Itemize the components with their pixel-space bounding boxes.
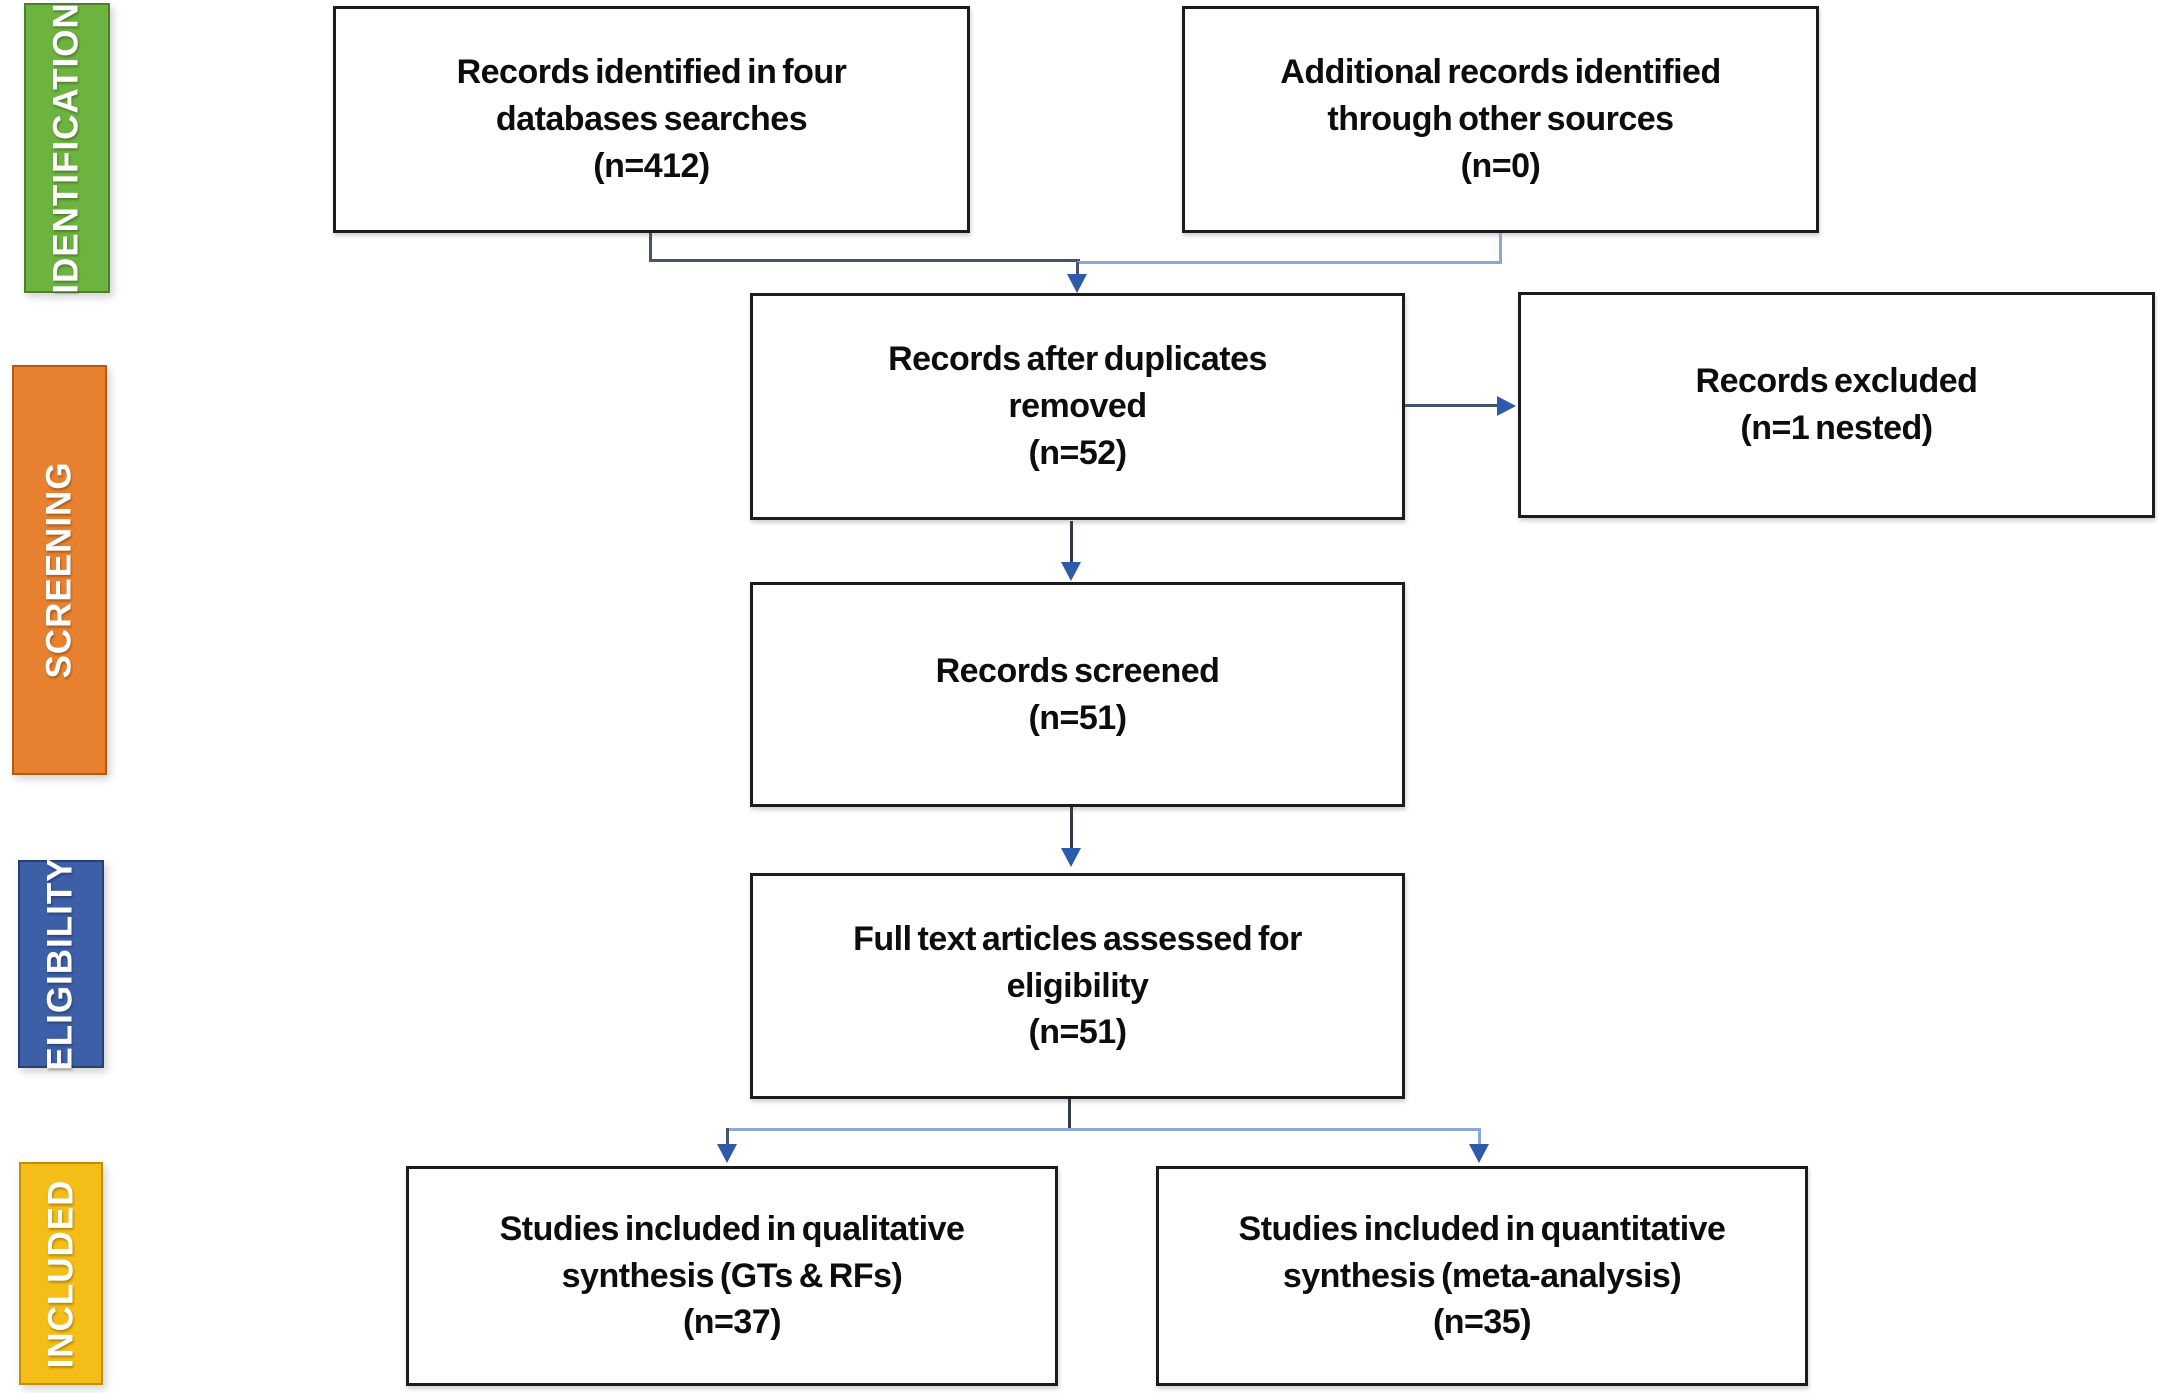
line-to-excluded bbox=[1405, 404, 1499, 407]
line-merge-right bbox=[1077, 261, 1502, 264]
stage-label-included: INCLUDED bbox=[41, 1179, 81, 1368]
arrowhead-to-after-duplicates bbox=[1067, 274, 1087, 293]
stage-label-screening: SCREENING bbox=[39, 461, 79, 679]
arrowhead-to-fulltext bbox=[1061, 848, 1081, 867]
box-text: Full text articles assessed for eligibil… bbox=[853, 919, 1302, 1052]
line-split-horizontal bbox=[727, 1128, 1480, 1131]
stage-band-identification: IDENTIFICATION bbox=[24, 2, 110, 294]
stage-band-included: INCLUDED bbox=[19, 1162, 103, 1385]
arrowhead-to-screened bbox=[1061, 562, 1081, 581]
stage-label-eligibility: ELIGIBILITY bbox=[41, 857, 81, 1071]
arrowhead-to-qualitative bbox=[717, 1144, 737, 1163]
line-fulltext-stem bbox=[1068, 1099, 1071, 1130]
box-records-screened: Records screened (n=51) bbox=[750, 582, 1405, 807]
box-text: Records screened (n=51) bbox=[935, 651, 1220, 737]
box-text: Records identified in four databases sea… bbox=[456, 53, 847, 185]
stage-band-eligibility: ELIGIBILITY bbox=[18, 857, 104, 1071]
box-text: Studies included in quantitative synthes… bbox=[1238, 1209, 1726, 1342]
box-text: Studies included in qualitative synthesi… bbox=[499, 1209, 965, 1342]
box-text: Additional records identified through ot… bbox=[1280, 53, 1721, 185]
box-records-excluded: Records excluded (n=1 nested) bbox=[1518, 292, 2155, 518]
arrowhead-to-excluded bbox=[1497, 396, 1516, 416]
box-full-text-assessed: Full text articles assessed for eligibil… bbox=[750, 873, 1405, 1099]
box-after-duplicates: Records after duplicates removed (n=52) bbox=[750, 293, 1405, 520]
box-additional-records: Additional records identified through ot… bbox=[1182, 6, 1819, 233]
line-additional-drop bbox=[1499, 233, 1502, 262]
line-merge-stem bbox=[1076, 262, 1079, 275]
line-duplicates-to-screened bbox=[1070, 521, 1073, 564]
line-merge-left bbox=[649, 259, 1080, 262]
line-screened-to-fulltext bbox=[1070, 807, 1073, 850]
box-quantitative-included: Studies included in quantitative synthes… bbox=[1156, 1166, 1808, 1386]
stage-band-screening: SCREENING bbox=[12, 365, 107, 775]
stage-label-identification: IDENTIFICATION bbox=[47, 2, 87, 294]
box-qualitative-included: Studies included in qualitative synthesi… bbox=[406, 1166, 1058, 1386]
box-records-identified: Records identified in four databases sea… bbox=[333, 6, 970, 233]
line-split-right-drop bbox=[1478, 1128, 1481, 1146]
box-text: Records excluded (n=1 nested) bbox=[1695, 362, 1978, 447]
line-split-left-drop bbox=[726, 1128, 729, 1146]
line-identified-drop bbox=[649, 233, 652, 262]
box-text: Records after duplicates removed (n=52) bbox=[888, 340, 1267, 472]
arrowhead-to-quantitative bbox=[1469, 1144, 1489, 1163]
